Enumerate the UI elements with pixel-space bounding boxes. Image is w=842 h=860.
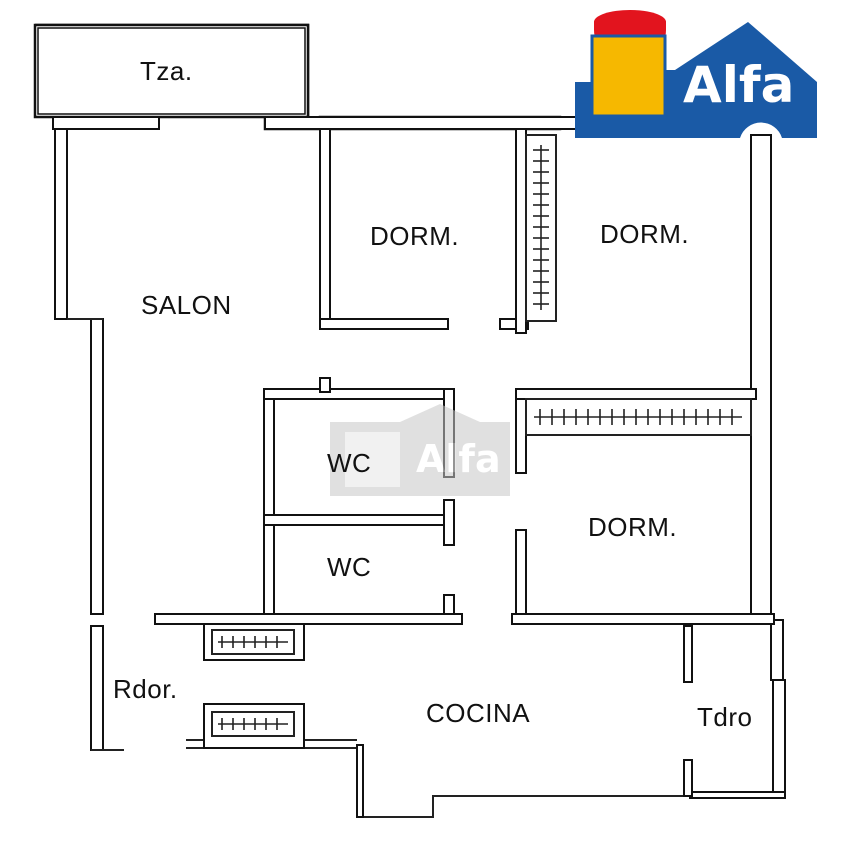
room-label-recibidor: Rdor. [113, 674, 178, 704]
room-label-dorm-2: DORM. [600, 219, 689, 249]
watermark: Alfa [330, 404, 510, 496]
closet-rungs [218, 145, 742, 730]
logo-text: Alfa [683, 56, 794, 114]
room-label-salon: SALON [141, 290, 232, 320]
room-label-dorm-3: DORM. [588, 512, 677, 542]
logo-yellow-block [590, 34, 667, 118]
room-labels: Tza. SALON DORM. DORM. WC WC DORM. Rdor.… [113, 56, 752, 732]
watermark-text: Alfa [416, 437, 501, 481]
room-label-wc-1: WC [327, 448, 371, 478]
room-label-wc-2: WC [327, 552, 371, 582]
walls [33, 23, 786, 818]
room-label-terraza: Tza. [140, 56, 193, 86]
alfa-logo: Alfa [575, 10, 817, 138]
room-label-tendedero: Tdro [697, 702, 752, 732]
room-label-cocina: COCINA [426, 698, 530, 728]
room-label-dorm-1: DORM. [370, 221, 459, 251]
